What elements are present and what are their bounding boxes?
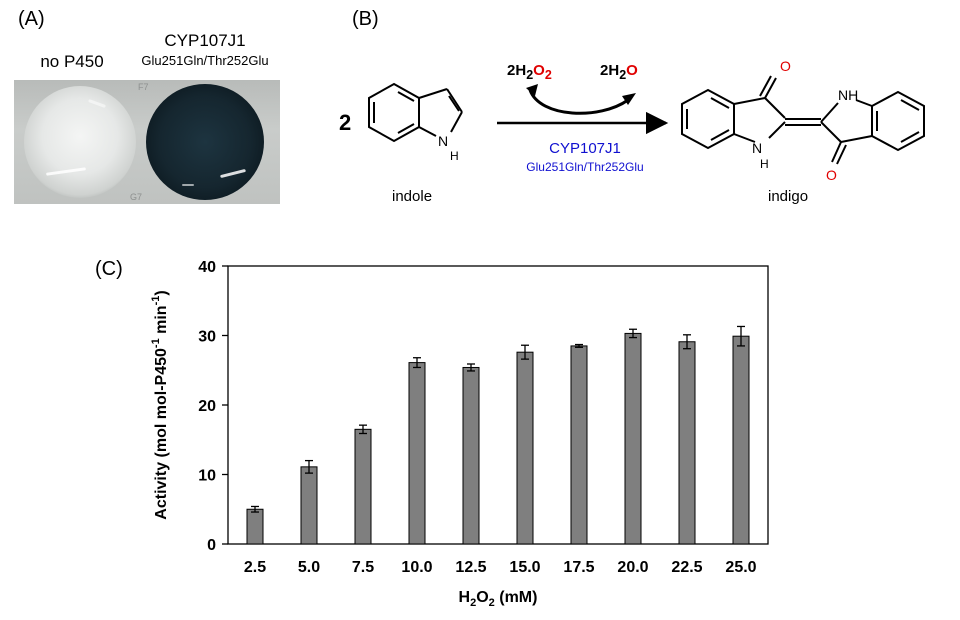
well-plate-photo: F7 G7 [14,80,280,204]
bar-22.5 [678,341,696,545]
x-tick-label-7.5: 7.5 [352,559,374,576]
x-axis-label: H2O2 (mM) [459,589,538,609]
x-tick-label-22.5: 22.5 [671,559,702,576]
bar-5.0 [300,466,318,545]
x-tick-label-5.0: 5.0 [298,559,320,576]
reaction-scheme: N H O O NH N H [368,58,925,183]
bar-12.5 [462,366,480,545]
bar-25.0 [732,335,750,545]
indigo-nh-top: NH [838,87,858,103]
panel-b-label: (B) [352,8,379,30]
mutant-label: Glu251Gln/Thr252Glu [141,53,269,68]
curved-arrow [528,89,629,115]
x-tick-label-12.5: 12.5 [455,559,486,576]
indole-structure [368,82,463,143]
indigo-structure [681,75,925,165]
indole-nitrogen: N [438,133,448,149]
enzyme-mutant-label: Glu251Gln/Thr252Glu [526,160,644,174]
bar-17.5 [570,345,588,545]
indigo-well [146,84,264,200]
indole-hydrogen: H [450,149,459,163]
plate-mark-f7: F7 [138,82,149,92]
stoichiometric-coefficient: 2 [339,110,352,135]
indole-label: indole [392,188,433,205]
y-tick-label-0: 0 [207,537,216,554]
activity-bar-chart: 0 10 20 30 40 2.5 5.0 7.5 10.0 12.5 15.0 17.5 20.0 22… [150,259,769,609]
control-well [24,86,136,198]
bar-20.0 [624,332,642,545]
bar-15.0 [516,351,534,545]
x-tick-label-10.0: 10.0 [401,559,432,576]
y-tick-label-1: 10 [198,468,216,485]
bar-7.5 [354,428,372,545]
indigo-oxygen-top: O [780,58,791,74]
y-tick-label-4: 40 [198,259,216,276]
bar-2.5 [246,508,264,545]
y-axis-label: Activity (mol mol-P450-1 min-1) [150,290,170,519]
curved-arrow-tail [526,84,538,96]
indigo-nitrogen-bottom: N [752,140,762,156]
indigo-hydrogen-bottom: H [760,157,769,171]
x-tick-label-15.0: 15.0 [509,559,540,576]
x-tick-label-2.5: 2.5 [244,559,266,576]
panel-c-label: (C) [95,258,123,280]
x-tick-label-17.5: 17.5 [563,559,594,576]
x-tick-label-25.0: 25.0 [725,559,756,576]
bar-10.0 [408,362,426,545]
panel-a-label: (A) [18,8,45,30]
no-p450-label: no P450 [40,52,104,71]
y-tick-label-3: 30 [198,329,216,346]
plate-mark-g7: G7 [130,192,143,202]
indigo-label: indigo [768,188,809,205]
x-tick-label-20.0: 20.0 [617,559,648,576]
enzyme-label: CYP107J1 [549,140,621,157]
water-label: 2H2O [600,62,638,82]
y-tick-label-2: 20 [198,398,216,415]
indigo-oxygen-bottom: O [826,167,837,183]
cyp107j1-label: CYP107J1 [164,31,246,50]
hydrogen-peroxide-label: 2H2O2 [507,62,552,82]
curved-arrow-head [622,93,636,105]
